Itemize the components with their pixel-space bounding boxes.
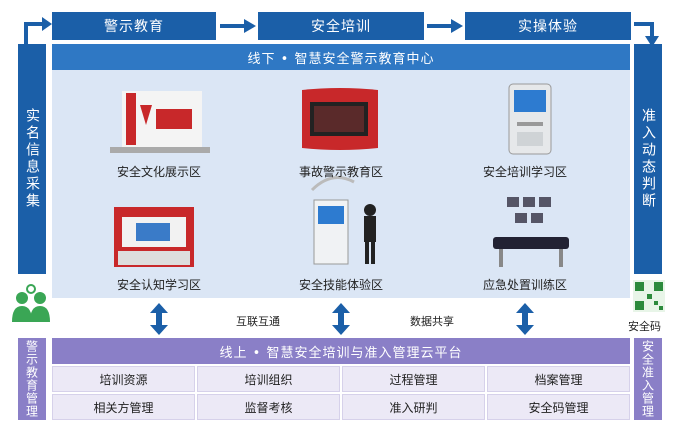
side-warning-edu-mgmt: 警示教育管理 (18, 338, 46, 420)
people-gear-icon (12, 284, 50, 322)
culture-display-icon (110, 91, 210, 153)
offline-title: 线下 • 智慧安全警示教育中心 (52, 44, 630, 70)
zone-label: 安全培训学习区 (482, 165, 567, 179)
side-label: 警示教育管理 (24, 340, 39, 418)
cognition-wall-icon (114, 207, 194, 267)
side-label: 安全准入管理 (640, 340, 655, 418)
flow-step-label: 安全培训 (311, 19, 371, 35)
flow-step-label: 警示教育 (104, 19, 164, 35)
grid-cell: 相关方管理 (52, 394, 195, 420)
flow-step-education: 警示教育 (52, 12, 216, 40)
grid-cell: 过程管理 (342, 366, 485, 392)
online-title-text: 线上 • 智慧安全培训与准入管理云平台 (219, 345, 463, 361)
emergency-training-icon (493, 197, 569, 267)
flow-arrow-icon (427, 19, 463, 33)
offline-title-text: 线下 • 智慧安全警示教育中心 (247, 51, 435, 67)
side-label: 准入动态判断 (640, 108, 656, 210)
corner-arrow-right-icon (634, 22, 659, 47)
corner-arrow-left-icon (24, 17, 52, 44)
data-share-label: 数据共享 (410, 315, 454, 328)
double-arrow-icon (516, 303, 534, 335)
side-label: 实名信息采集 (24, 108, 40, 210)
side-safety-access-mgmt: 安全准入管理 (634, 338, 662, 420)
qr-label: 安全码 (628, 320, 661, 333)
grid-cell: 安全码管理 (487, 394, 630, 420)
grid-cell: 准入研判 (342, 394, 485, 420)
grid-cell: 监督考核 (197, 394, 340, 420)
zone-label: 事故警示教育区 (298, 165, 383, 179)
flow-step-label: 实操体验 (518, 19, 578, 35)
grid-cell: 培训组织 (197, 366, 340, 392)
double-arrow-icon (150, 303, 168, 335)
vr-skill-icon (310, 176, 376, 265)
qr-code-icon (633, 280, 665, 312)
grid-cell: 档案管理 (487, 366, 630, 392)
side-realname-collection: 实名信息采集 (18, 44, 46, 274)
double-arrow-icon (332, 303, 350, 335)
zone-label: 安全技能体验区 (298, 278, 383, 292)
online-title: 线上 • 智慧安全培训与准入管理云平台 (52, 338, 630, 364)
training-kiosk-icon (508, 83, 552, 155)
side-access-judgement: 准入动态判断 (634, 44, 662, 274)
grid-cell: 培训资源 (52, 366, 195, 392)
interconnect-label: 互联互通 (236, 315, 280, 328)
accident-warning-icon (302, 88, 378, 150)
zone-label: 安全认知学习区 (116, 278, 201, 292)
flow-arrow-icon (220, 19, 256, 33)
zone-label: 应急处置训练区 (482, 278, 567, 292)
zone-label: 安全文化展示区 (116, 165, 201, 179)
flow-step-training: 安全培训 (258, 12, 424, 40)
flow-step-practice: 实操体验 (465, 12, 631, 40)
